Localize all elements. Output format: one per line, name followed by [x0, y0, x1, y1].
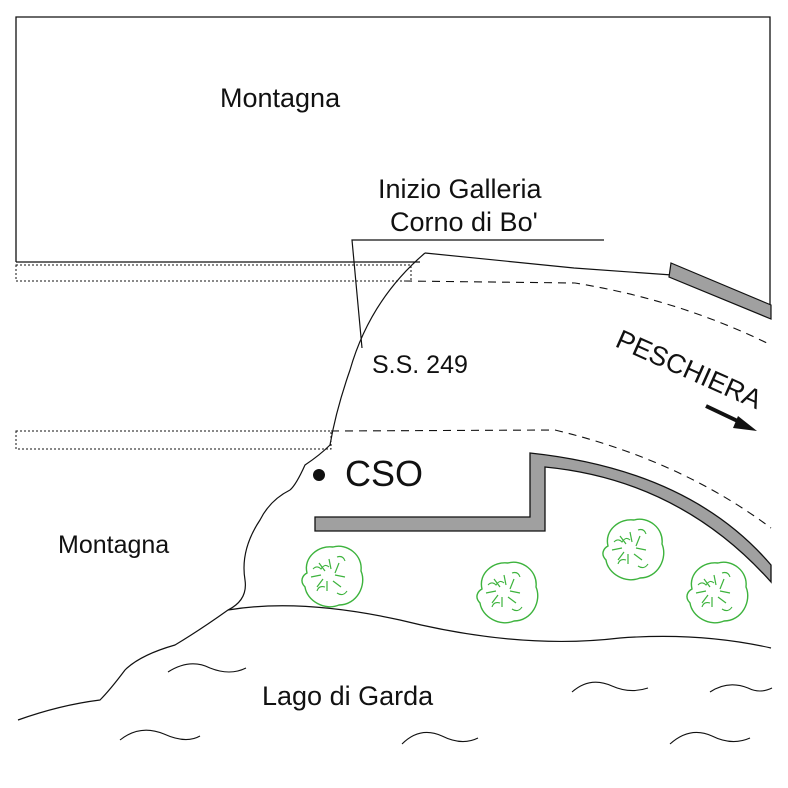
tunnel-leader-line	[351, 239, 604, 349]
lake-wave	[401, 731, 479, 745]
road-left-edge	[289, 252, 426, 491]
road-upper-dashed	[403, 280, 772, 346]
direction-arrow	[705, 404, 757, 431]
lake-wave	[119, 729, 201, 741]
label-lake: Lago di Garda	[262, 681, 434, 711]
label-mountain-top: Montagna	[220, 83, 341, 113]
upper-wall	[668, 262, 772, 320]
label-direction: PESCHIERA	[612, 324, 767, 415]
cso-marker	[313, 469, 325, 481]
lake-shoreline	[227, 605, 772, 649]
lake-wave	[709, 684, 773, 693]
lake-wave	[571, 681, 649, 693]
tree-symbol	[476, 561, 539, 624]
mountain-boundary	[15, 16, 771, 318]
lake-wave	[167, 663, 247, 673]
label-tunnel-line2: Corno di Bo'	[390, 207, 538, 237]
label-mountain-left: Montagna	[58, 531, 169, 559]
label-cso: CSO	[345, 453, 423, 494]
upper-dotted-band	[15, 264, 412, 282]
road-lower-dashed	[330, 429, 772, 529]
lower-dotted-band	[15, 430, 332, 450]
lower-wall	[314, 452, 772, 584]
label-road: S.S. 249	[372, 351, 468, 379]
tree-symbol	[686, 561, 749, 624]
lake-wave	[669, 731, 751, 745]
tree-symbol	[602, 518, 665, 581]
road-upper-edge	[424, 252, 673, 276]
tree-symbol	[301, 545, 364, 608]
mountain-left-coastline	[17, 489, 291, 721]
label-tunnel-line1: Inizio Galleria	[378, 174, 543, 204]
